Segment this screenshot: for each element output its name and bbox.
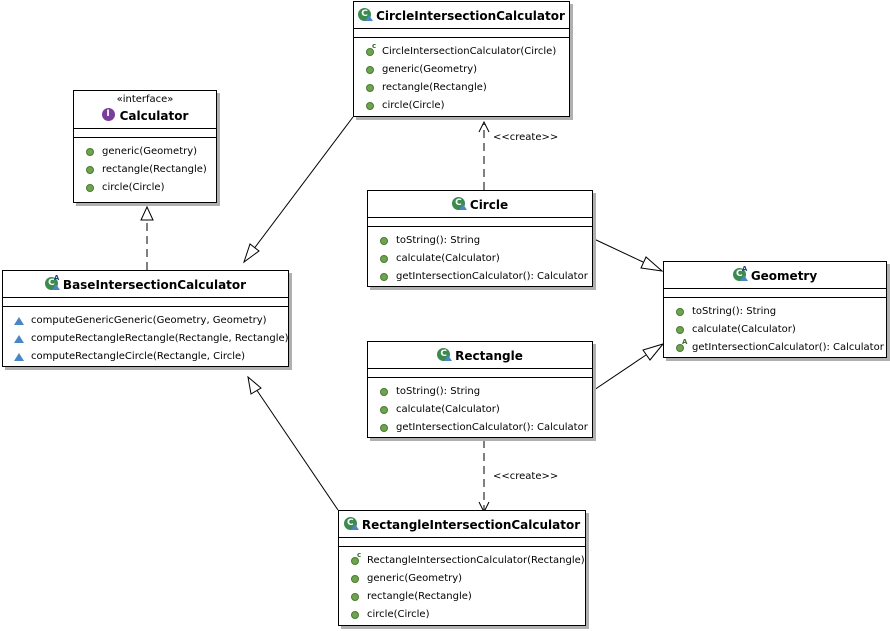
public-method-icon: [674, 324, 686, 336]
public-method-icon: [349, 573, 361, 585]
generalization-rectangle-to-geometry: [593, 343, 665, 391]
class-name: Rectangle: [455, 349, 523, 363]
stereotype-label: «interface»: [116, 94, 174, 105]
abstract-method-icon: A: [674, 338, 687, 354]
public-method-icon: [378, 271, 390, 283]
constructor-icon: c: [364, 42, 376, 58]
method-row[interactable]: computeRectangleCircle(Rectangle, Circle…: [3, 348, 288, 366]
interface-icon: I: [101, 108, 116, 122]
fields-compartment: [368, 369, 592, 378]
class-name: Calculator: [119, 109, 189, 123]
method-row[interactable]: generic(Geometry): [74, 143, 216, 161]
public-method-icon: [364, 100, 376, 112]
fields-compartment: [3, 298, 288, 307]
method-row[interactable]: getIntersectionCalculator(): Calculator: [368, 268, 592, 286]
public-method-icon: [364, 64, 376, 76]
dependency-circle-creates-circlecalc: [478, 120, 490, 190]
method-row[interactable]: rectangle(Rectangle): [74, 161, 216, 179]
constructor-icon: c: [349, 551, 361, 567]
fields-compartment: [664, 289, 886, 298]
method-row[interactable]: rectangle(Rectangle): [339, 588, 585, 606]
method-row[interactable]: computeGenericGeneric(Geometry, Geometry…: [3, 312, 288, 330]
methods-compartment: toString(): String calculate(Calculator)…: [368, 378, 592, 440]
create-label-circle: <<create>>: [493, 132, 559, 143]
methods-compartment: toString(): String calculate(Calculator)…: [368, 227, 592, 289]
methods-compartment: generic(Geometry) rectangle(Rectangle) c…: [74, 138, 216, 200]
protected-method-icon: [13, 351, 25, 363]
generalization-circlecalc-to-base: [243, 116, 354, 264]
public-method-icon: [674, 306, 686, 318]
protected-method-icon: [13, 315, 25, 327]
method-row[interactable]: rectangle(Rectangle): [354, 79, 569, 97]
class-icon: C: [343, 517, 359, 531]
public-method-icon: [84, 182, 96, 194]
class-name: Circle: [469, 198, 509, 212]
public-method-icon: [364, 82, 376, 94]
method-row[interactable]: circle(Circle): [339, 606, 585, 624]
methods-compartment: computeGenericGeneric(Geometry, Geometry…: [3, 307, 289, 369]
method-row[interactable]: circle(Circle): [354, 97, 569, 115]
class-name: RectangleIntersectionCalculator: [361, 518, 581, 532]
dependency-rectangle-creates-rectcalc: [478, 440, 490, 514]
protected-method-icon: [13, 333, 25, 345]
class-icon: C: [451, 197, 467, 211]
public-method-icon: [349, 591, 361, 603]
class-name: CircleIntersectionCalculator: [376, 9, 565, 23]
public-method-icon: [378, 235, 390, 247]
method-row[interactable]: computeRectangleRectangle(Rectangle, Rec…: [3, 330, 289, 348]
method-row[interactable]: toString(): String: [368, 232, 592, 250]
method-row[interactable]: toString(): String: [368, 383, 592, 401]
public-method-icon: [378, 422, 390, 434]
class-name: Geometry: [750, 269, 818, 283]
fields-compartment: [74, 129, 216, 138]
method-row[interactable]: getIntersectionCalculator(): Calculator: [368, 419, 592, 437]
class-icon: C: [358, 8, 374, 22]
public-method-icon: [84, 146, 96, 158]
methods-compartment: toString(): String calculate(Calculator)…: [664, 298, 886, 360]
method-row[interactable]: circle(Circle): [74, 179, 216, 197]
create-label-rectangle: <<create>>: [493, 471, 559, 482]
generalization-circle-to-geometry: [593, 238, 664, 272]
method-row[interactable]: calculate(Calculator): [368, 250, 592, 268]
method-row[interactable]: generic(Geometry): [339, 570, 585, 588]
method-row[interactable]: calculate(Calculator): [368, 401, 592, 419]
public-method-icon: [378, 386, 390, 398]
public-method-icon: [84, 164, 96, 176]
generalization-rectcalc-to-base: [247, 375, 339, 511]
realization-base-to-calculator: [140, 205, 154, 270]
public-method-icon: [349, 609, 361, 621]
class-name: BaseIntersectionCalculator: [62, 278, 247, 292]
method-row[interactable]: calculate(Calculator): [664, 321, 886, 339]
public-method-icon: [378, 253, 390, 265]
fields-compartment: [368, 218, 592, 227]
method-row[interactable]: generic(Geometry): [354, 61, 569, 79]
fields-compartment: [354, 29, 569, 38]
fields-compartment: [339, 538, 585, 547]
public-method-icon: [378, 404, 390, 416]
class-icon: C: [437, 348, 453, 362]
method-row[interactable]: toString(): String: [664, 303, 886, 321]
